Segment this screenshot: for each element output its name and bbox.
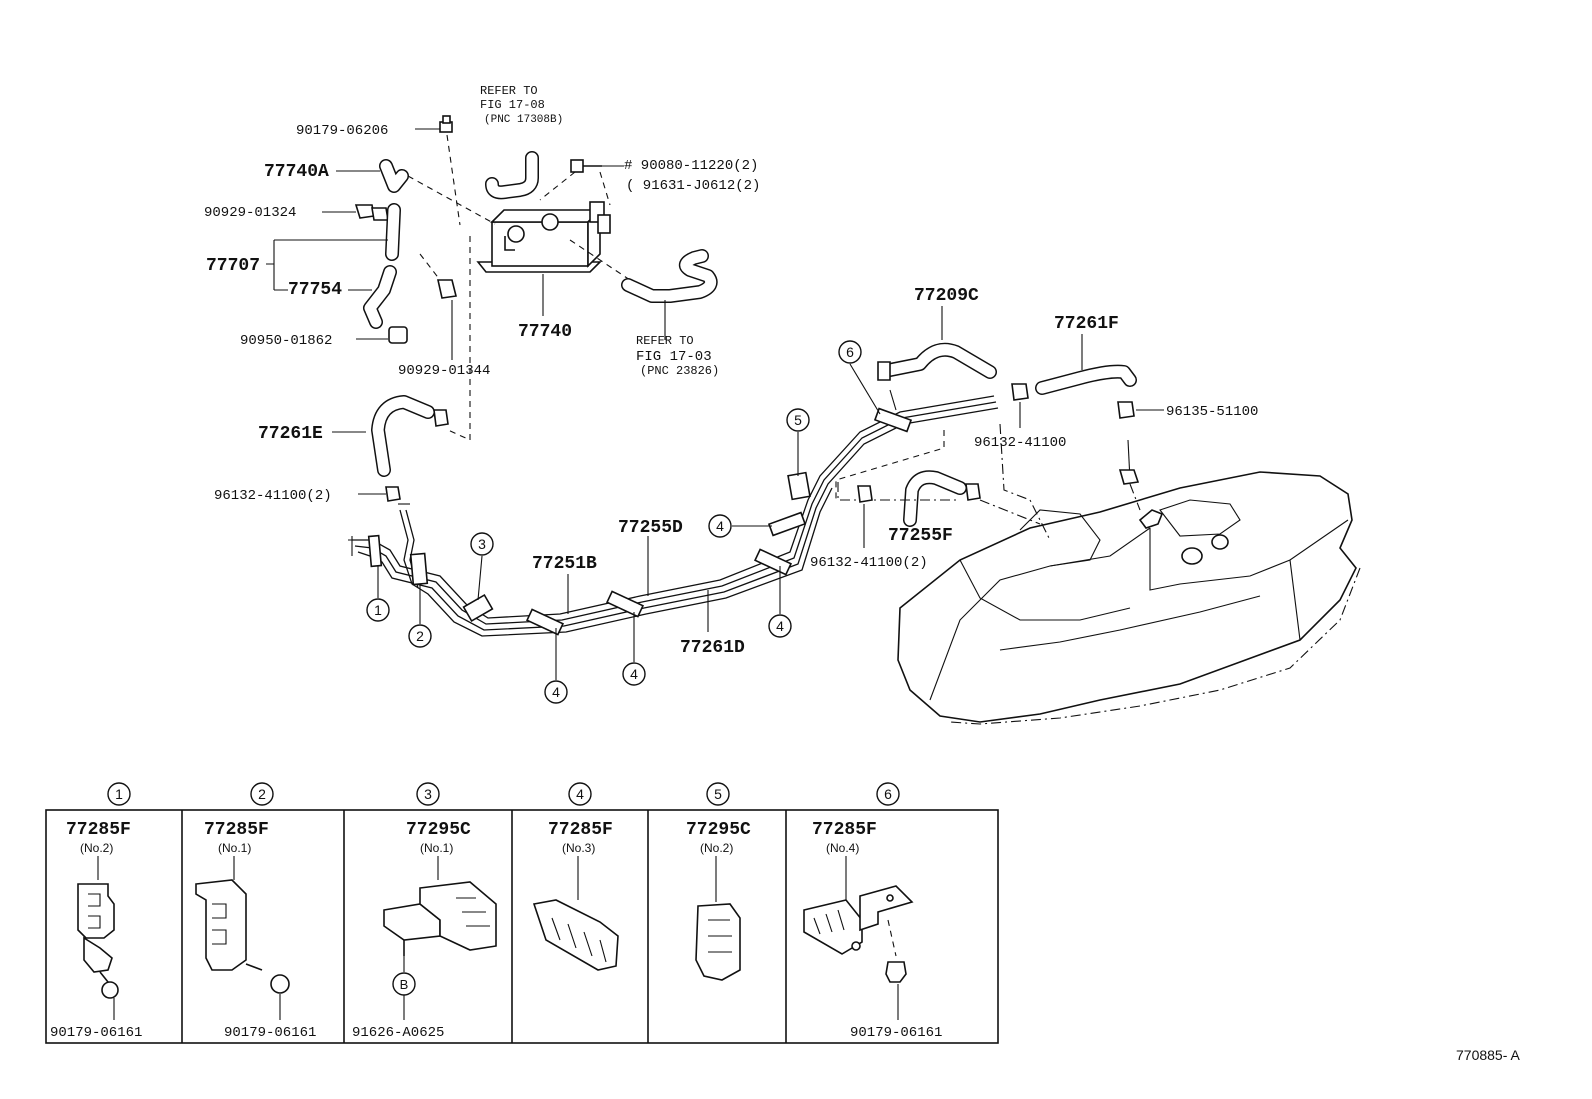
label-90179-06206: 90179-06206 (296, 123, 388, 139)
detail-6-number: 6 (884, 786, 892, 802)
clip-77261e-icon (433, 409, 449, 427)
right-hoses: 77209C 77261F 96132-41100 96135-51100 77… (810, 286, 1258, 571)
detail-2-sub: (No.1) (218, 841, 251, 855)
callout-4a: 4 (552, 684, 560, 700)
detail-box-3: 77295C (No.1) B 91626-A0625 (352, 820, 497, 1041)
detail-5-number: 5 (714, 786, 722, 802)
grommet-90950-01862-icon (388, 326, 408, 344)
detail-3-fastener: 91626-A0625 (352, 1025, 444, 1041)
detail-box-1: 77285F (No.2) 90179-06161 (50, 820, 142, 1041)
clamp-90929-01324-icon (354, 204, 389, 221)
label-96132-41100-2-left: 96132-41100(2) (214, 488, 332, 504)
callout-4d: 4 (716, 518, 724, 534)
nut-90179-06161-icon (885, 961, 907, 983)
callout-5: 5 (794, 412, 802, 428)
detail-2-fastener: 90179-06161 (224, 1025, 316, 1041)
label-96132-41100-2-right: 96132-41100(2) (810, 555, 928, 571)
nut-90179-06206-icon (439, 115, 453, 133)
callout-1: 1 (374, 602, 382, 618)
refer-note-1-line1: REFER TO (480, 84, 538, 98)
detail-5-sub: (No.2) (700, 841, 733, 855)
label-77754: 77754 (288, 280, 342, 300)
refer-note-2-line1: REFER TO (636, 334, 694, 348)
label-77261F: 77261F (1054, 314, 1119, 334)
detail-2-part: 77285F (204, 820, 269, 840)
label-90080-11220: # 90080-11220(2) (624, 158, 758, 174)
clamp-77285f-no4-icon (803, 885, 914, 955)
bolt-90080-11220-icon (570, 159, 602, 173)
refer-note-1-line3: (PNC 17308B) (484, 114, 563, 126)
clip-96132-41100-right-b-icon (965, 483, 981, 501)
canister-assembly: REFER TO FIG 17-08 (PNC 17308B) 90179-06… (204, 84, 760, 379)
callout-2: 2 (416, 628, 424, 644)
detail-2-number: 2 (258, 786, 266, 802)
detail-4-number: 4 (576, 786, 584, 802)
hose-end-77209c-icon (877, 361, 891, 381)
label-77255F: 77255F (888, 526, 953, 546)
label-77209C: 77209C (914, 286, 979, 306)
fuel-pipe-bundle: 77251B 77255D 77261D (348, 363, 999, 680)
detail-1-number: 1 (115, 786, 123, 802)
clip-96132-41100-left-icon (385, 486, 401, 502)
detail-4-part: 77285F (548, 820, 613, 840)
label-77740A: 77740A (264, 162, 329, 182)
label-77255D: 77255D (618, 518, 683, 538)
clip-96132-41100-icon (1011, 383, 1029, 401)
detail-box-5: 77295C (No.2) (686, 820, 751, 981)
charcoal-canister-77740-icon (476, 201, 611, 273)
clip-96135-51100-icon (1117, 401, 1135, 419)
callout-4c: 4 (776, 618, 784, 634)
callout-4b: 4 (630, 666, 638, 682)
callout-markers: 1 2 3 4 4 4 4 5 6 (366, 340, 862, 704)
refer-note-2-line3: (PNC 23826) (640, 364, 719, 378)
detail-panel: 1 2 3 4 5 6 77285F (No.2) 90179-06161 (45, 782, 999, 1044)
callout-6: 6 (846, 344, 854, 360)
fuel-tank-icon (897, 423, 1361, 725)
clamp-77285f-no1-icon (195, 879, 263, 971)
detail-6-part: 77285F (812, 820, 877, 840)
label-77261D: 77261D (680, 638, 745, 658)
clip-90929-01344-icon (437, 279, 457, 299)
label-77251B: 77251B (532, 554, 597, 574)
detail-3-number: 3 (424, 786, 432, 802)
hose-77261e-group: 77261E 96132-41100(2) (214, 236, 471, 504)
detail-5-part: 77295C (686, 820, 751, 840)
detail-box-6: 77285F (No.4) 90179-06161 (803, 820, 942, 1041)
detail-1-sub: (No.2) (80, 841, 113, 855)
clip-96132-41100-right-a-icon (857, 485, 873, 503)
refer-note-2-line2: FIG 17-03 (636, 349, 712, 365)
detail-1-part: 77285F (66, 820, 131, 840)
drawing-id: 770885- A (1456, 1047, 1520, 1063)
label-96135-51100: 96135-51100 (1166, 404, 1258, 420)
clamp-77295c-no1-icon (383, 881, 497, 956)
detail-1-fastener: 90179-06161 (50, 1025, 142, 1041)
label-90929-01324: 90929-01324 (204, 205, 296, 221)
detail-4-sub: (No.3) (562, 841, 595, 855)
clamp-77285f-no3-icon (532, 899, 619, 971)
label-90929-01344: 90929-01344 (398, 363, 490, 379)
label-77740: 77740 (518, 322, 572, 342)
label-77261E: 77261E (258, 424, 323, 444)
detail-box-2: 77285F (No.1) 90179-06161 (195, 820, 316, 1041)
detail-box-4: 77285F (No.3) (532, 820, 619, 971)
detail-6-sub: (No.4) (826, 841, 859, 855)
label-90950-01862: 90950-01862 (240, 333, 332, 349)
label-91631-J0612: ( 91631-J0612(2) (626, 178, 760, 194)
refer-note-1-line2: FIG 17-08 (480, 98, 545, 112)
callout-3: 3 (478, 536, 486, 552)
clamp-77295c-no2-icon (695, 903, 741, 981)
detail-6-fastener: 90179-06161 (850, 1025, 942, 1041)
detail-3-fastener-tag: B (400, 977, 409, 992)
clamp-77285f-no2-icon (77, 883, 119, 999)
detail-3-part: 77295C (406, 820, 471, 840)
detail-3-sub: (No.1) (420, 841, 453, 855)
label-96132-41100: 96132-41100 (974, 435, 1066, 451)
label-77707: 77707 (206, 256, 260, 276)
